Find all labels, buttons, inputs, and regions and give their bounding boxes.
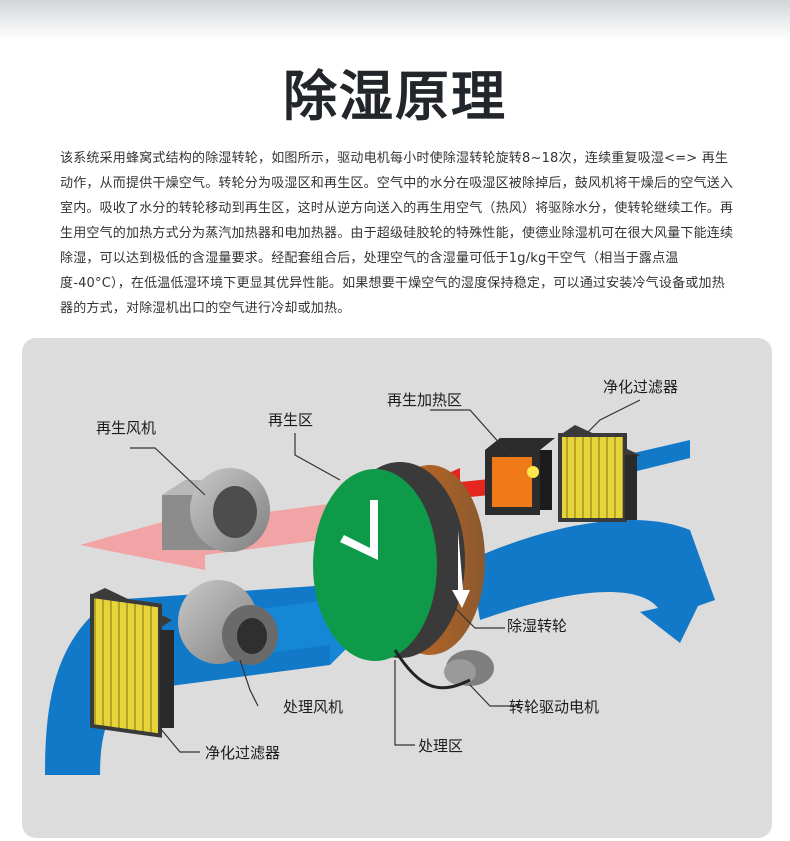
heater [485,438,555,515]
label-regen-fan: 再生风机 [96,419,157,437]
label-filter-bottom: 净化过滤器 [205,744,281,762]
label-regen-heater: 再生加热区 [387,391,463,409]
label-process-zone: 处理区 [418,737,464,755]
top-shade [0,0,790,40]
process-fan [178,580,278,665]
page-title: 除湿原理 [283,65,507,128]
intro-paragraph: 该系统采用蜂窝式结构的除湿转轮，如图所示，驱动电机每小时使除湿转轮旋转8~18次… [60,151,734,316]
filter-top [558,425,640,522]
regen-fan [162,468,270,552]
label-desiccant-wheel: 除湿转轮 [507,617,568,635]
drive-motor [393,649,494,690]
label-filter-top: 净化过滤器 [603,378,679,396]
label-regen-zone: 再生区 [268,411,314,429]
desiccant-wheel [313,462,485,661]
label-wheel-motor: 转轮驱动电机 [509,698,600,716]
filter-bottom [90,588,174,738]
label-process-fan: 处理风机 [283,698,344,716]
leader-lines [130,399,641,753]
